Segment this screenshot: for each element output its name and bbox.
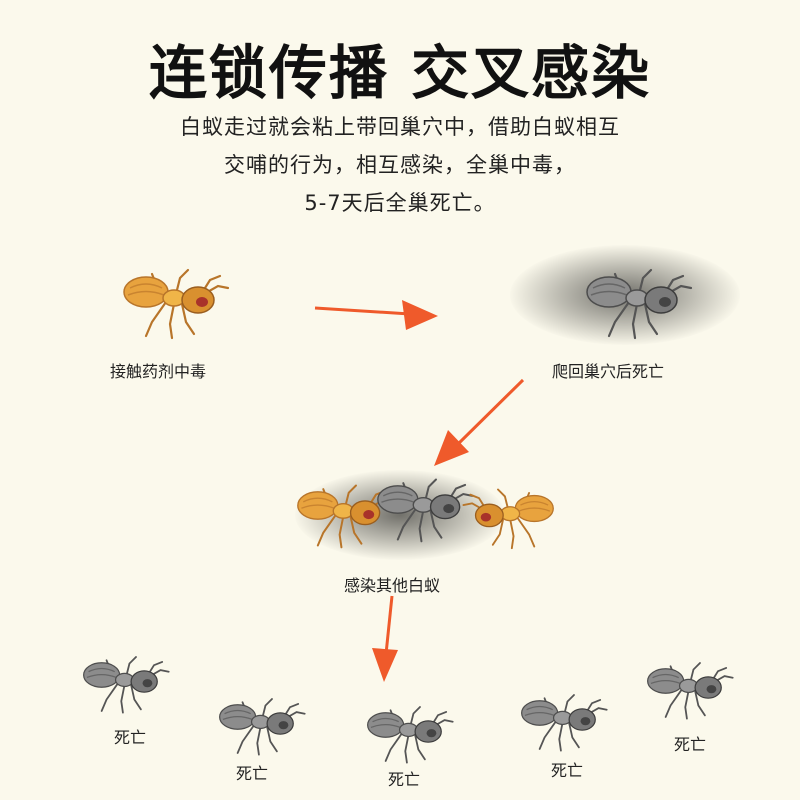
arrow-right-icon (315, 300, 438, 330)
arrow-down-left-icon (434, 380, 523, 466)
arrow-down-icon (372, 596, 398, 682)
